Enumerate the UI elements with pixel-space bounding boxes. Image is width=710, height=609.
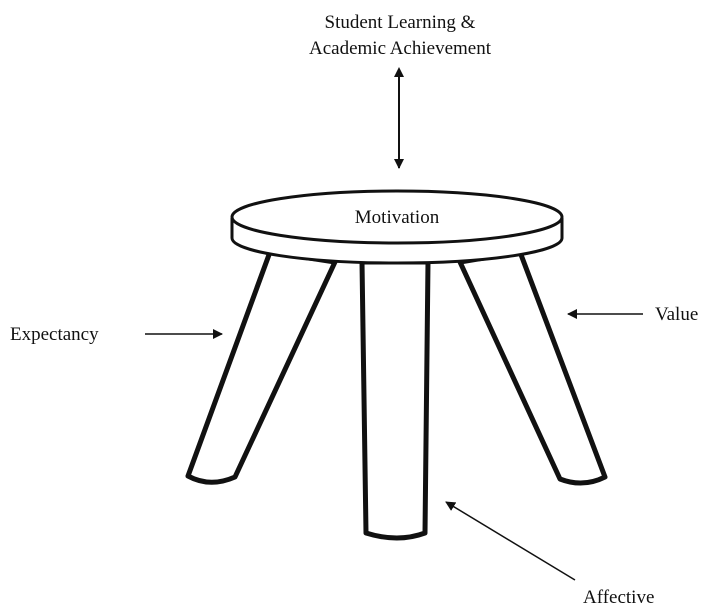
- stool-legs: [185, 249, 608, 541]
- affective-label: Affective: [583, 587, 654, 608]
- stool-seat: [230, 189, 564, 265]
- seat-label: Motivation: [355, 207, 440, 228]
- expectancy-label: Expectancy: [10, 324, 99, 345]
- value-label: Value: [655, 304, 698, 325]
- right-leg: [457, 249, 608, 486]
- top-label-line1: Student Learning &: [325, 12, 476, 33]
- center-leg: [359, 259, 431, 541]
- top-label-line2: Academic Achievement: [309, 38, 492, 59]
- left-leg: [185, 249, 338, 485]
- affective-arrow: [445, 501, 576, 581]
- seat-top: [230, 189, 564, 245]
